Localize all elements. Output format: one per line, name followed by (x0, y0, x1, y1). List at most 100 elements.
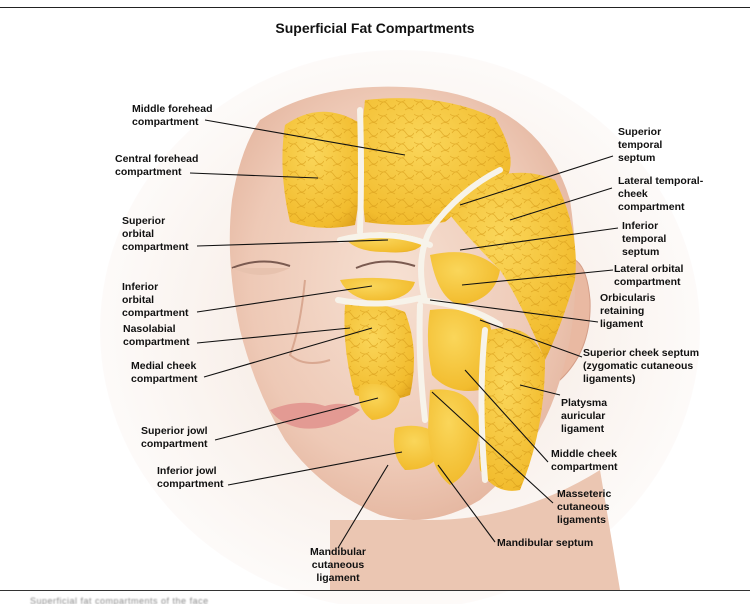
label-line: Inferior (622, 220, 658, 232)
label-line: cutaneous (557, 501, 610, 513)
leader-inferior-orbital (196, 285, 373, 313)
leader-mandibular-septum (437, 464, 496, 543)
superior-cheek-septum-band (417, 297, 503, 328)
label-line: compartment (157, 478, 224, 490)
neck (330, 470, 620, 590)
label-line: compartment (131, 373, 198, 385)
inferior-orbital-fat (340, 277, 415, 302)
right-closed-eye (355, 260, 416, 269)
leader-medial-cheek (203, 327, 373, 378)
label-line: Superior jowl (141, 425, 208, 437)
label-line: ligament (561, 423, 605, 435)
label-line: compartment (551, 461, 618, 473)
label-line: compartment (123, 336, 190, 348)
label-line: Nasolabial (123, 323, 176, 335)
leader-middle-forehead (204, 119, 406, 156)
leader-superior-orbital (196, 239, 389, 247)
septa (335, 107, 503, 483)
label-line: Inferior jowl (157, 465, 217, 477)
label-line: compartment (618, 201, 685, 213)
caption-strip: Superficial fat compartments of the face (0, 591, 750, 604)
masseteric-septum-band (478, 327, 488, 483)
caption-text: Superficial fat compartments of the face (30, 596, 209, 604)
label-line: Medial cheek (131, 360, 197, 372)
label-line: temporal (622, 233, 666, 245)
fat-compartments (282, 98, 576, 491)
leader-lateral-temporal-cheek (509, 187, 613, 221)
leader-lateral-orbital (461, 269, 614, 286)
label-line: septum (618, 152, 655, 164)
label-line: Orbicularis (600, 292, 656, 304)
label-mandibular-septum: Mandibular septum (497, 537, 593, 549)
leader-nasolabial (196, 327, 351, 344)
label-line: orbital (122, 294, 154, 306)
leader-middle-cheek (464, 369, 549, 463)
leader-lines (189, 119, 619, 549)
nose (288, 279, 331, 365)
left-closed-eye (231, 260, 291, 269)
superior-jowl-fat (358, 383, 400, 420)
cheek-divider (416, 302, 428, 423)
label-line: retaining (600, 305, 644, 317)
label-line: Superior cheek septum (583, 347, 699, 359)
label-line: Masseteric (557, 488, 611, 500)
label-line: auricular (561, 410, 605, 422)
leader-mandibular-cutaneous (337, 464, 389, 549)
label-line: septum (622, 246, 659, 258)
label-line: compartment (132, 116, 199, 128)
lips (270, 402, 360, 429)
leader-orbicularis-retaining (429, 299, 599, 323)
leader-masseteric-cutaneous (431, 391, 554, 504)
label-line: Platysma (561, 397, 607, 409)
label-line: Mandibular (310, 546, 366, 558)
masseteric-fat (428, 389, 480, 485)
label-line: compartment (141, 438, 208, 450)
label-line: ligament (600, 318, 644, 330)
label-line: Lateral temporal- (618, 175, 704, 187)
middle-cheek-fat (427, 309, 494, 391)
label-line: orbital (122, 228, 154, 240)
label-line: Superior (122, 215, 165, 227)
bottom-rule (0, 590, 750, 591)
leader-superior-jowl (214, 397, 379, 441)
leader-superior-temporal-septum (459, 155, 614, 206)
label-line: Mandibular septum (497, 537, 593, 549)
label-line: ligament (316, 572, 360, 584)
label-line: ligaments (557, 514, 606, 526)
left-eyelid (232, 268, 290, 275)
label-line: Middle cheek (551, 448, 617, 460)
label-line: temporal (618, 139, 662, 151)
leader-superior-cheek-septum (479, 319, 583, 358)
midline-forehead-septum (357, 107, 364, 235)
label-line: Lateral orbital (614, 263, 684, 275)
superior-temporal-septum-band (418, 167, 503, 303)
label-line: compartment (122, 241, 189, 253)
label-line: compartment (115, 166, 182, 178)
label-superior-cheek-septum: Superior cheek septum(zygomatic cutaneou… (583, 347, 699, 385)
label-line: Inferior (122, 281, 158, 293)
leader-platysma-auricular (519, 384, 561, 396)
orbital-septum-upper (337, 232, 433, 248)
lateral-orbital-fat (430, 252, 500, 305)
leader-inferior-temporal-septum (459, 227, 619, 251)
orbital-septum-lower (335, 295, 423, 307)
label-line: Central forehead (115, 153, 198, 165)
